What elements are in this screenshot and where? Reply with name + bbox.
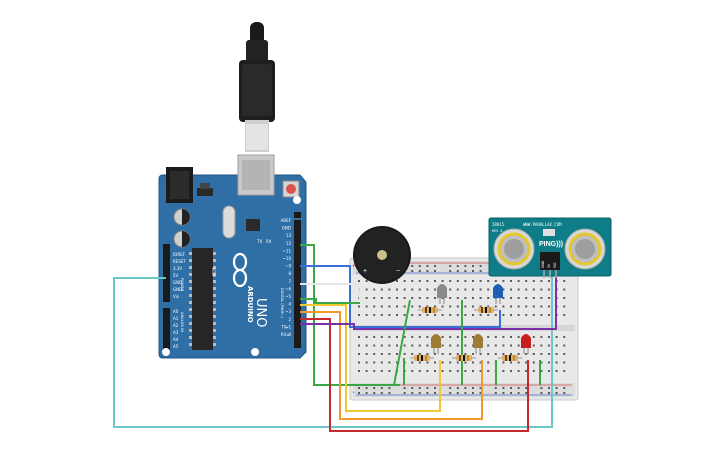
- digital-header: [294, 220, 301, 348]
- power-pin-labels: IOREF RESET 3.3V 5V GND GND Vin: [173, 252, 186, 299]
- resistor-5: [498, 355, 522, 361]
- power-pin-label-0: IOREF: [173, 252, 186, 257]
- digital-header-label: DIGITAL (PWM~): [280, 288, 284, 318]
- sensor-model-label: PING))): [539, 241, 563, 248]
- digital-pin-label-11: 4: [288, 302, 291, 307]
- wire-orange: [300, 311, 483, 420]
- power-pin-label-2: 3.3V: [173, 266, 182, 271]
- led-red: [521, 334, 531, 354]
- analog-header-label: ANALOG IN: [180, 312, 184, 332]
- sensor-url-label: WWW.PARALLAX.COM: [523, 222, 562, 227]
- digital-pin-label-2: 13: [286, 233, 292, 238]
- led-gray: [437, 284, 447, 304]
- wire-purple: [300, 276, 557, 330]
- arduino-model-label: UNO: [253, 298, 268, 327]
- power-header: [163, 244, 170, 302]
- led-blue: [493, 284, 503, 304]
- arduino-brand-label: ARDUINO: [246, 286, 254, 323]
- digital-pin-label-5: ~10: [283, 256, 292, 261]
- tx-label: TX: [256, 239, 262, 244]
- digital-pin-label-12: ~3: [285, 309, 291, 314]
- power-pin-label-3: 5V: [173, 273, 179, 278]
- power-pin-label-6: Vin: [173, 294, 180, 299]
- power-pin-label-1: RESET: [173, 259, 186, 264]
- arduino-logo-icon: [232, 252, 248, 288]
- digital-pin-label-10: ~5: [285, 294, 291, 299]
- power-pin-label-4: GND: [173, 280, 182, 285]
- digital-pin-label-1: GND: [282, 226, 291, 231]
- digital-pin-label-15: RX◂0: [281, 332, 292, 337]
- usb-cable: [239, 22, 275, 152]
- wire-gnd-green: [300, 244, 400, 386]
- power-header-label: POWER: [180, 278, 184, 292]
- rx-label: RX: [266, 239, 272, 244]
- buzzer-minus-label: −: [396, 268, 400, 275]
- rail-minus-label: −: [352, 390, 356, 396]
- analog-pin-label-4: A4: [173, 337, 179, 342]
- atmega-chip: [192, 248, 213, 350]
- digital-pin-label-7: 8: [288, 271, 291, 276]
- sensor-pin-label-0: GND: [541, 260, 545, 268]
- resistor-4: [452, 355, 476, 361]
- resistor-1: [418, 307, 442, 313]
- ping-ultrasonic-sensor[interactable]: WWW.PARALLAX.COM 28015 REV A PING))) GND…: [488, 217, 612, 278]
- jumper-1: [393, 299, 411, 386]
- digital-pin-label-9: ~6: [285, 286, 291, 291]
- sensor-part-label: 28015: [492, 222, 505, 227]
- analog-header: [163, 308, 170, 352]
- icsp-label: ICSP: [211, 268, 216, 278]
- leds[interactable]: [431, 284, 531, 354]
- digital-pin-label-0: AREF: [281, 218, 292, 223]
- wire-red: [300, 318, 529, 432]
- analog-pin-label-2: A2: [173, 323, 179, 328]
- resistor-3: [410, 355, 434, 361]
- wire-yellow: [300, 304, 441, 412]
- wire-blue: [300, 265, 501, 328]
- digital-pin-label-13: 2: [288, 317, 291, 322]
- led-olive-1: [431, 334, 441, 354]
- digital-pin-label-6: ~9: [285, 264, 291, 269]
- analog-pin-label-0: A0: [173, 309, 179, 314]
- wires: [113, 244, 557, 432]
- wire-white: [300, 283, 440, 301]
- digital-pin-label-3: 12: [286, 241, 292, 246]
- led-olive-2: [473, 334, 483, 354]
- digital-pin-label-8: 7: [288, 279, 291, 284]
- analog-pin-label-5: A5: [173, 344, 179, 349]
- sensor-pin-label-2: SIG: [553, 262, 557, 268]
- rail-plus-label: +: [352, 264, 356, 270]
- arduino-uno-board[interactable]: ARDUINO UNO ICSP TX RX POWER ANALOG IN D…: [158, 154, 307, 359]
- sensor-pin-label-1: 5V: [547, 263, 551, 268]
- resistors: [410, 307, 522, 361]
- piezo-buzzer[interactable]: + −: [353, 226, 411, 284]
- wire-green2: [300, 298, 360, 304]
- resistor-2: [474, 307, 498, 313]
- crystal: [222, 205, 236, 239]
- digital-pin-label-14: TX▸1: [280, 324, 291, 329]
- sensor-rev-label: REV A: [492, 229, 503, 233]
- analog-pin-label-1: A1: [173, 316, 179, 321]
- analog-pin-label-3: A3: [173, 330, 179, 335]
- buzzer-plus-label: +: [363, 268, 367, 275]
- digital-pin-label-4: ~11: [283, 248, 292, 253]
- wire-5v-teal: [113, 276, 553, 428]
- power-pin-label-5: GND: [173, 287, 182, 292]
- digital-pin-labels: AREF GND 13 12 ~11 ~10 ~9 8 7 ~6 ~5 4 ~3 2TX▸1RX◂0: [280, 218, 291, 337]
